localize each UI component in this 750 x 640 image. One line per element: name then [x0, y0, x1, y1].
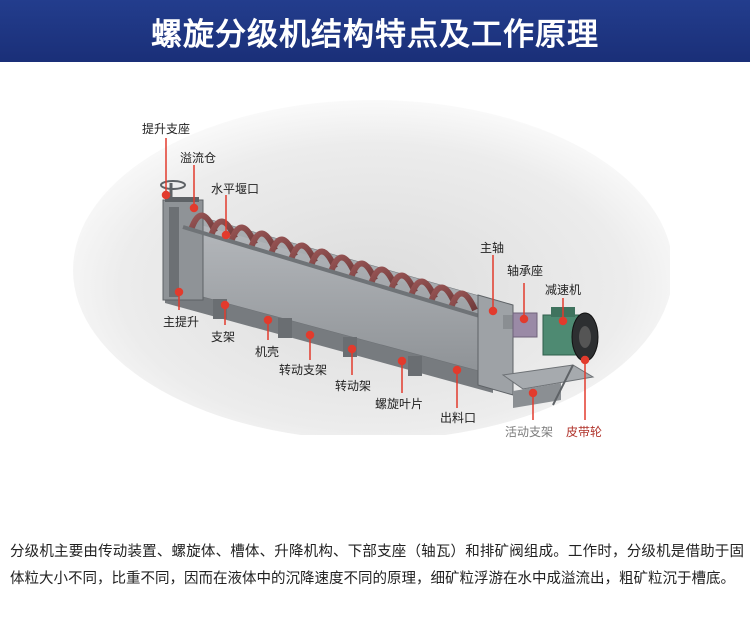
- classifier-diagram: 提升支座 溢流仓 水平堰口 主轴 轴承座 减速机 主提升 支架 机壳 转动支架 …: [73, 75, 670, 439]
- label-bracket: 支架: [211, 330, 236, 344]
- label-main-shaft: 主轴: [480, 241, 505, 255]
- spiral-blades: [188, 212, 478, 312]
- label-movable-support: 活动支架: [505, 425, 554, 439]
- label-reducer: 减速机: [545, 283, 582, 297]
- label-belt-pulley: 皮带轮: [566, 425, 603, 439]
- label-main-lift: 主提升: [163, 315, 200, 329]
- page-title: 螺旋分级机结构特点及工作原理: [151, 16, 599, 53]
- callout-lines: [161, 138, 590, 420]
- description-paragraph: 分级机主要由传动装置、螺旋体、槽体、升降机构、下部支座（轴瓦）和排矿阀组成。工作…: [10, 543, 744, 587]
- lift-column: [169, 207, 179, 297]
- label-overflow-bin: 溢流仓: [180, 151, 217, 165]
- title-banner: 螺旋分级机结构特点及工作原理: [0, 0, 750, 62]
- label-bearing-seat: 轴承座: [507, 264, 544, 278]
- handwheel: [160, 180, 186, 190]
- lift-top: [165, 197, 199, 202]
- label-lift-support: 提升支座: [142, 122, 191, 136]
- classifier-illustration: [73, 100, 670, 435]
- label-rotating-frame: 转动架: [335, 379, 372, 393]
- support-strut: [552, 364, 574, 406]
- label-spiral-blade: 螺旋叶片: [375, 397, 424, 411]
- label-rotating-bracket: 转动支架: [279, 363, 328, 377]
- belt-pulley-hub: [579, 326, 591, 348]
- label-horizontal-weir: 水平堰口: [211, 182, 260, 196]
- label-discharge-port: 出料口: [440, 411, 477, 425]
- movable-support-block: [513, 383, 561, 408]
- label-housing: 机壳: [255, 345, 280, 359]
- shaft-line: [182, 225, 504, 325]
- support-leg-4: [408, 356, 422, 376]
- support-leg-2: [278, 318, 292, 338]
